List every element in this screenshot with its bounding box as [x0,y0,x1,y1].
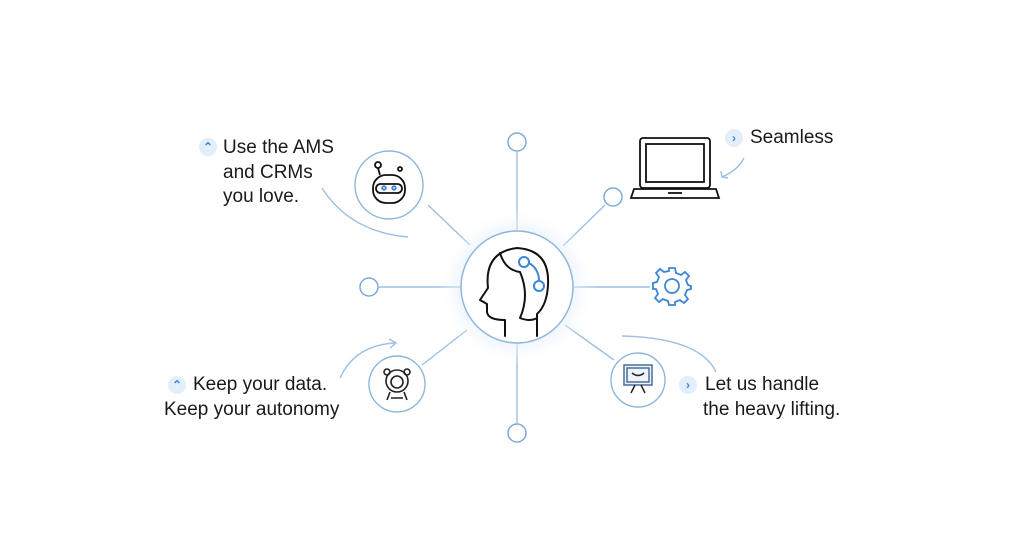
label-line: and CRMs [223,161,313,183]
label-top-left: Use the AMS and CRMs you love. [223,136,334,210]
robot-icon [372,161,406,204]
chevron-right-icon: › [679,376,697,394]
chevron-right-icon: › [725,129,743,147]
gear-icon [652,267,692,306]
arrowhead [388,338,398,349]
arc-bottom-right [621,335,717,373]
label-line: Let us handle [705,374,820,395]
node-top-right [603,187,623,207]
label-top-right: Seamless [750,126,833,151]
arc-top-right [721,157,745,178]
node-top [507,132,527,152]
presenter-icon [623,364,653,394]
chevron-up-icon: ⌃ [199,138,217,156]
node-left [359,277,379,297]
astronaut-icon [383,368,411,401]
astronaut-node [368,355,426,413]
arc-bottom-left [339,342,396,379]
arc-top-left [321,187,409,238]
arrowhead [720,170,729,179]
label-line: Keep your data. [193,374,328,395]
label-line: Use the AMS [223,137,334,158]
node-bottom [507,423,527,443]
label-line: Seamless [750,127,834,148]
label-bottom-right: Let us handle the heavy lifting. [703,373,841,422]
head-ai-icon [479,247,550,337]
label-line: the heavy lifting. [703,398,841,420]
laptop-icon [629,137,721,199]
label-bottom-left: Keep your data. Keep your autonomy [164,373,339,422]
label-line: you love. [223,186,300,207]
chevron-up-icon: ⌃ [168,376,186,394]
circuit-icon [518,256,545,292]
robot-node [354,150,424,220]
label-line: Keep your autonomy [164,398,340,420]
